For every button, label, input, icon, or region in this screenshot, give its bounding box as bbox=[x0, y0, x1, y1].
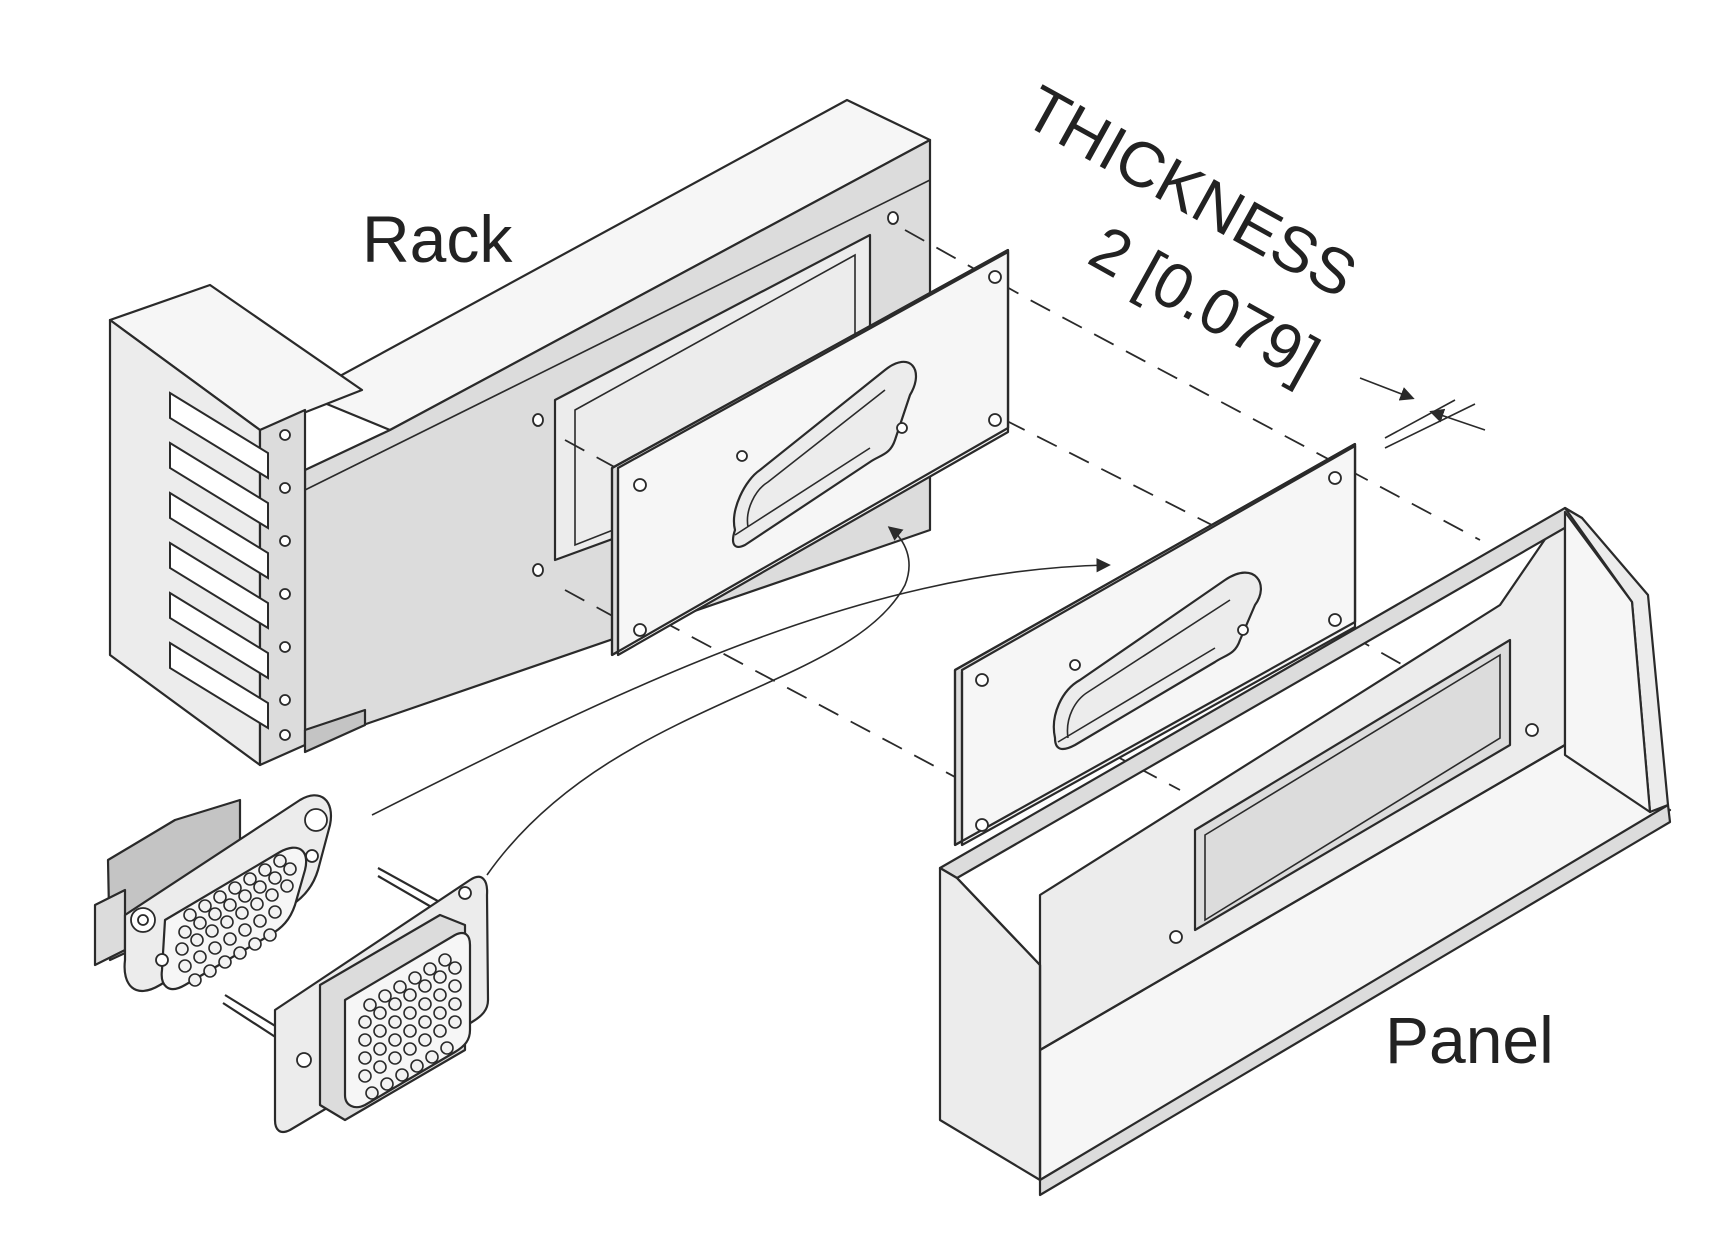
plate-2-hole bbox=[975, 673, 989, 687]
rack-screw bbox=[279, 641, 291, 653]
connector-a-contacts bbox=[175, 854, 297, 987]
rack-vent-slot bbox=[169, 391, 269, 480]
connector-a-hole bbox=[305, 849, 319, 863]
rack bbox=[108, 98, 932, 767]
dimension-extension-line bbox=[1384, 399, 1456, 439]
mounting-plate-1 bbox=[610, 248, 1010, 657]
dash-line bbox=[1009, 699, 1181, 791]
plate-2-outline bbox=[953, 443, 1357, 846]
connector-b bbox=[222, 867, 490, 1134]
connector-a-jackscrew bbox=[304, 808, 328, 832]
plate-1-cutout-bevel bbox=[734, 389, 886, 536]
arrow-connector-b-to-plate-1 bbox=[486, 526, 910, 876]
plate-2-hole bbox=[1328, 613, 1342, 627]
plate-1-hole bbox=[633, 478, 647, 492]
panel-left-end bbox=[938, 866, 1042, 1182]
rack-hole-1 bbox=[532, 413, 544, 427]
rack-vent-slot bbox=[169, 591, 269, 680]
dimension-arrow-right bbox=[1429, 408, 1486, 431]
dash-line bbox=[564, 439, 621, 471]
rack-base-tab bbox=[303, 708, 367, 754]
rack-screw bbox=[279, 729, 291, 741]
plate-1-cutout-hole bbox=[896, 422, 908, 434]
plate-1-hole bbox=[988, 413, 1002, 427]
panel-window bbox=[1193, 638, 1512, 932]
rack-hole-3 bbox=[887, 211, 899, 225]
dash-line bbox=[659, 619, 971, 786]
dash-line bbox=[1004, 419, 1341, 591]
rack-vent-slot bbox=[169, 441, 269, 530]
connector-a bbox=[93, 794, 333, 992]
connector-b-guide-pin bbox=[222, 1002, 281, 1041]
rack-screw bbox=[279, 588, 291, 600]
rack-vent-slot bbox=[169, 641, 269, 730]
panel-hole bbox=[1169, 930, 1183, 944]
panel-label: Panel bbox=[1385, 1003, 1554, 1077]
mounting-plate-2 bbox=[953, 442, 1357, 847]
panel bbox=[938, 506, 1672, 1197]
rack-vent-slot bbox=[169, 541, 269, 630]
panel-right-inner bbox=[1563, 510, 1652, 814]
panel-hole bbox=[1525, 723, 1539, 737]
rack-screw bbox=[279, 429, 291, 441]
rack-screw bbox=[279, 694, 291, 706]
rack-vent-slot bbox=[169, 491, 269, 580]
plate-1-hole bbox=[633, 623, 647, 637]
plate-1-dsub-cutout bbox=[731, 360, 918, 548]
rack-screw bbox=[279, 535, 291, 547]
plate-2-cutout-hole bbox=[1069, 659, 1081, 671]
panel-window-inner bbox=[1204, 653, 1501, 922]
plate-2-cutout-hole bbox=[1237, 624, 1249, 636]
connector-b-hole bbox=[458, 886, 472, 900]
panel-front-lip bbox=[1038, 803, 1672, 1197]
arrow-connector-a-to-plate-2 bbox=[371, 558, 1111, 816]
thickness-dimension: THICKNESS 2 [0.079] bbox=[1013, 71, 1486, 449]
plate-1-cutout-hole bbox=[736, 450, 748, 462]
connector-b-guide-pin bbox=[377, 867, 446, 906]
plate-2-hole bbox=[975, 818, 989, 832]
insertion-arrows bbox=[371, 526, 1111, 876]
connector-b-contacts bbox=[358, 953, 462, 1100]
rack-ledge-line bbox=[304, 179, 931, 491]
plate-2-dsub-cutout bbox=[1052, 571, 1262, 751]
rack-hole-2 bbox=[532, 563, 544, 577]
rack-label: Rack bbox=[362, 202, 513, 276]
dimension-extension-line bbox=[1384, 403, 1476, 449]
plate-1-hole bbox=[988, 270, 1002, 284]
dash-line bbox=[564, 589, 621, 621]
connector-a-jackscrew-center bbox=[137, 914, 149, 926]
panel-outline bbox=[956, 744, 1566, 1180]
plate-1-outline bbox=[610, 249, 1010, 656]
connector-a-hole bbox=[155, 953, 169, 967]
plate-2-cutout-bevel bbox=[1057, 599, 1231, 743]
connector-b-hole bbox=[296, 1052, 312, 1068]
rack-screw bbox=[279, 482, 291, 494]
dimension-arrow-left bbox=[1359, 377, 1415, 401]
plate-2-hole bbox=[1328, 471, 1342, 485]
